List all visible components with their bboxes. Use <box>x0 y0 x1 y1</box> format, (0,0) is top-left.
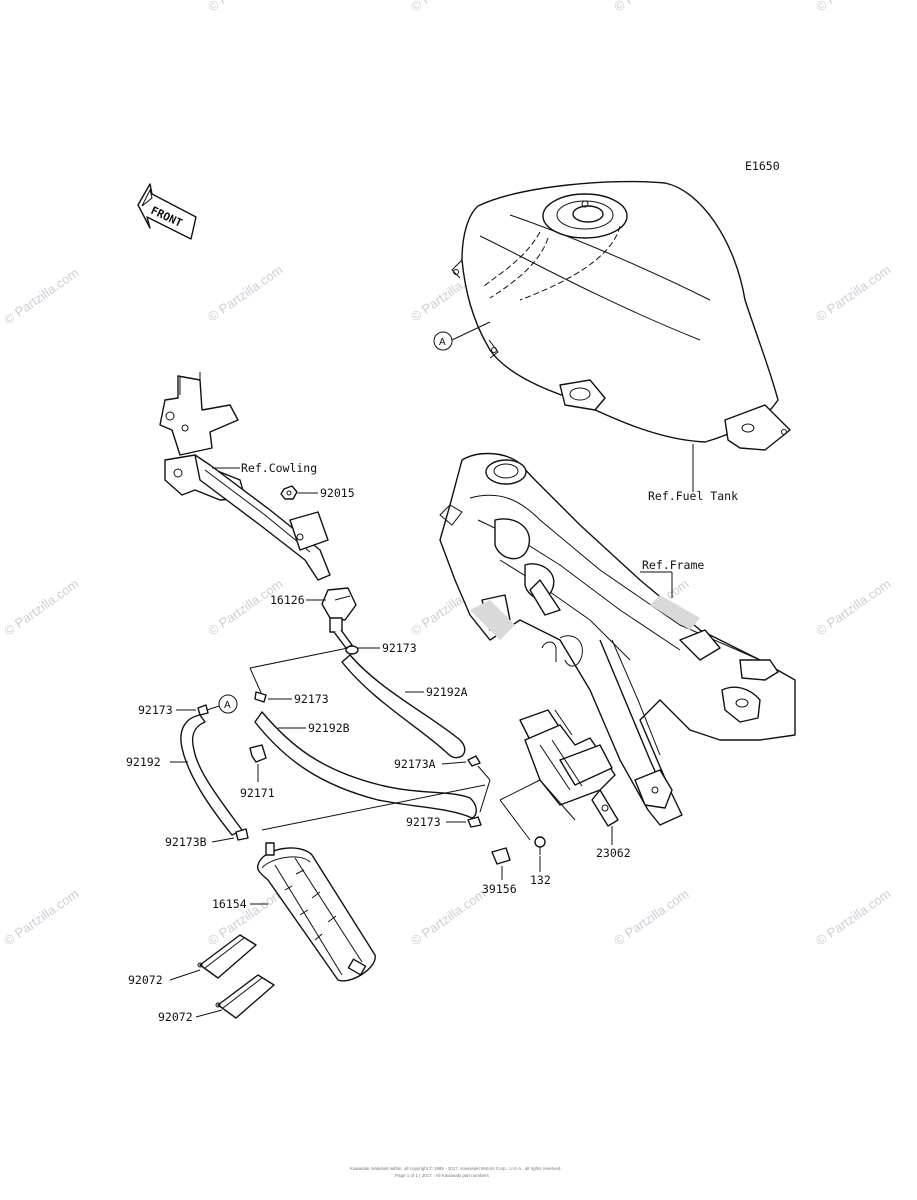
assembly-23062 <box>519 709 619 827</box>
part-number-16126: 16126 <box>270 593 305 607</box>
watermark: © Partzilla.com <box>1 576 81 639</box>
part-number-92173A: 92173A <box>394 757 436 771</box>
strap-92072-a <box>197 934 257 979</box>
watermark: © Partzilla.com <box>408 0 488 14</box>
watermark: © Partzilla.com <box>205 262 285 325</box>
cowling-bracket <box>159 372 331 581</box>
clamp-92173A <box>467 755 481 767</box>
hose-92192 <box>180 714 243 836</box>
ref-cowling-label: Ref.Cowling <box>241 461 317 475</box>
watermark: © Partzilla.com <box>813 0 893 14</box>
reference-circle-a-label: A <box>439 337 446 348</box>
frame <box>439 452 796 826</box>
ref-fuel-tank-label: Ref.Fuel Tank <box>648 489 738 503</box>
part-number-92072-a: 92072 <box>128 973 163 987</box>
part-number-92173-left: 92173 <box>138 703 173 717</box>
part-number-92072-b: 92072 <box>158 1010 193 1024</box>
spacer-39156 <box>491 847 511 865</box>
diagram-code: E1650 <box>745 159 780 173</box>
part-number-92192: 92192 <box>126 755 161 769</box>
valve-16126 <box>321 587 357 649</box>
watermark: © Partzilla.com <box>1 886 81 949</box>
watermark: © Partzilla.com <box>611 886 691 949</box>
clamp-92173-right <box>467 816 482 828</box>
watermark: © Partzilla.com <box>813 886 893 949</box>
footer-line-2: Page 1 of 1 | 2017 · All Kawasaki part n… <box>395 1173 489 1178</box>
clamp-92173-mid <box>254 691 267 703</box>
clamp-92173B <box>235 828 249 841</box>
canister-16154 <box>256 842 376 982</box>
bolt-132 <box>534 836 546 855</box>
nut-92015 <box>280 485 298 500</box>
watermark: © Partzilla.com <box>1 265 81 328</box>
clip-92171 <box>249 744 267 763</box>
part-number-92173-right: 92173 <box>406 815 441 829</box>
strap-92072-b <box>215 974 275 1019</box>
reference-circle-a-left: A <box>218 694 238 714</box>
part-number-92192B: 92192B <box>308 721 350 735</box>
part-number-132: 132 <box>530 873 551 887</box>
part-number-23062: 23062 <box>596 846 631 860</box>
part-number-92192A: 92192A <box>426 685 468 699</box>
watermark: © Partzilla.com <box>611 0 691 14</box>
watermark: © Partzilla.com <box>408 886 488 949</box>
part-number-16154: 16154 <box>212 897 247 911</box>
watermark: © Partzilla.com <box>813 262 893 325</box>
hose-92192A <box>341 654 466 759</box>
part-number-39156: 39156 <box>482 882 517 896</box>
part-number-92173B: 92173B <box>165 835 207 849</box>
clamp-92173-top <box>345 645 359 655</box>
fuel-tank <box>451 180 791 492</box>
ref-frame-label: Ref.Frame <box>642 558 704 572</box>
watermark: © Partzilla.com <box>813 576 893 639</box>
part-number-92171: 92171 <box>240 786 275 800</box>
watermark: © Partzilla.com <box>205 576 285 639</box>
reference-circle-a: A <box>433 331 453 351</box>
watermark: © Partzilla.com <box>205 0 285 14</box>
footer-line-1: Kawasaki materials within, all copyright… <box>350 1165 562 1171</box>
part-number-92015: 92015 <box>320 486 355 500</box>
clamp-92173-left <box>197 704 209 716</box>
part-number-92173-mid: 92173 <box>294 692 329 706</box>
front-arrow-icon: FRONT <box>137 183 197 240</box>
part-number-92173-top: 92173 <box>382 641 417 655</box>
hose-92192B <box>254 711 477 819</box>
reference-circle-a-left-label: A <box>224 700 231 711</box>
